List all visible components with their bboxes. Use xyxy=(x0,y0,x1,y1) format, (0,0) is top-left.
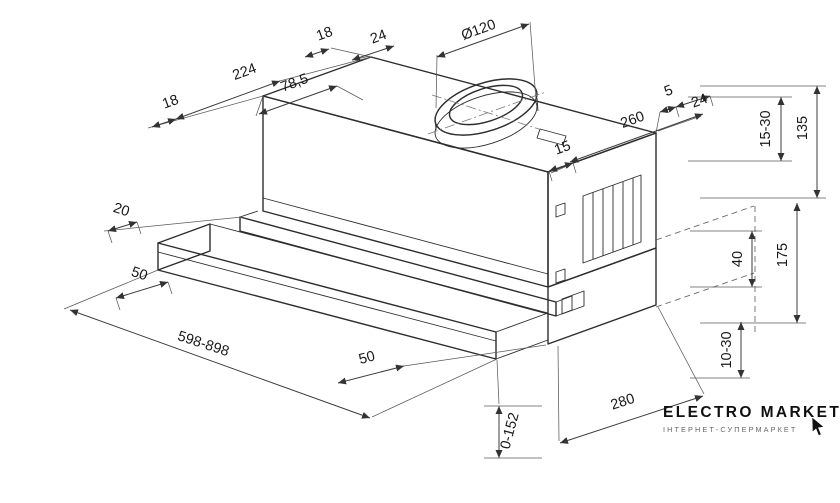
dim-label-15: 15 xyxy=(552,138,573,159)
dim-label-50-left: 50 xyxy=(129,264,149,284)
duct-centerlines xyxy=(427,91,547,135)
dim-label-24-top: 24 xyxy=(368,27,389,48)
dim-label-5: 5 xyxy=(662,82,675,100)
dim-label-10-30: 10-30 xyxy=(719,331,735,368)
extension-lines xyxy=(63,21,826,459)
hidden-wall-lines xyxy=(655,205,756,332)
dim-label-0-152: 0-152 xyxy=(498,411,523,451)
dim-label-260: 260 xyxy=(619,109,647,132)
bottom-flange xyxy=(239,210,573,317)
dim-label-diameter-120: Ø120 xyxy=(459,17,498,44)
dimension-labels: 18 224 78,5 18 24 Ø120 260 15 5 24 15-30… xyxy=(111,17,811,451)
dim-label-50-mid: 50 xyxy=(357,348,377,368)
dim-label-280: 280 xyxy=(609,391,637,414)
dim-label-40: 40 xyxy=(730,251,746,267)
dim-label-78-5: 78,5 xyxy=(279,71,311,96)
dim-label-24-right: 24 xyxy=(689,91,710,112)
duct-collar xyxy=(434,78,539,149)
dim-label-175: 175 xyxy=(775,243,791,267)
dim-label-20: 20 xyxy=(111,200,131,220)
dim-label-598-898: 598-898 xyxy=(175,328,231,360)
right-housing xyxy=(547,247,657,345)
dim-label-18-top: 18 xyxy=(314,24,335,45)
dimension-lines xyxy=(69,23,821,458)
telescopic-drawer xyxy=(157,223,549,360)
brand-subtitle: ІНТЕРНЕТ-СУПЕРМАРКЕТ xyxy=(663,425,798,434)
brand-logo: ELECTRO MARKET ІНТЕРНЕТ-СУПЕРМАРКЕТ xyxy=(663,404,840,436)
brand-name: ELECTRO MARKET xyxy=(663,404,840,421)
dim-label-224: 224 xyxy=(231,61,259,84)
dim-label-15-30: 15-30 xyxy=(758,110,774,147)
dim-label-135: 135 xyxy=(795,116,811,140)
dim-label-18-left: 18 xyxy=(160,92,181,113)
cursor-icon xyxy=(811,417,825,436)
